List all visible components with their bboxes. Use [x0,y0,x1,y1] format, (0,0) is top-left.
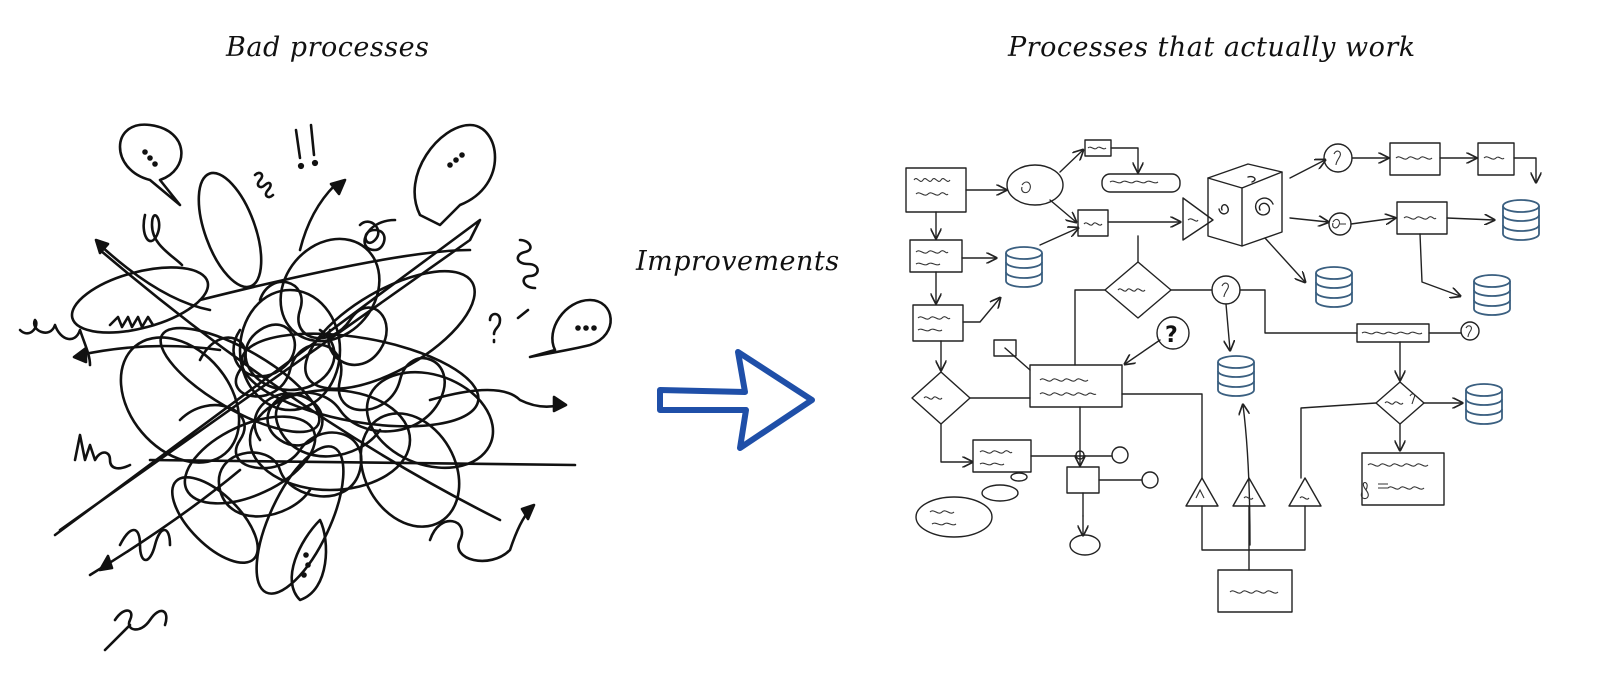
process-box [905,167,967,213]
good-processes-title: Processes that actually work [1008,32,1416,63]
bad-processes-title: Bad processes [226,32,430,63]
question-mark-icon: ? [1165,323,1178,348]
spiral-cube-icon [1207,163,1283,247]
database-cylinder-icon [1005,199,1540,425]
improvements-label: Improvements [636,246,840,277]
